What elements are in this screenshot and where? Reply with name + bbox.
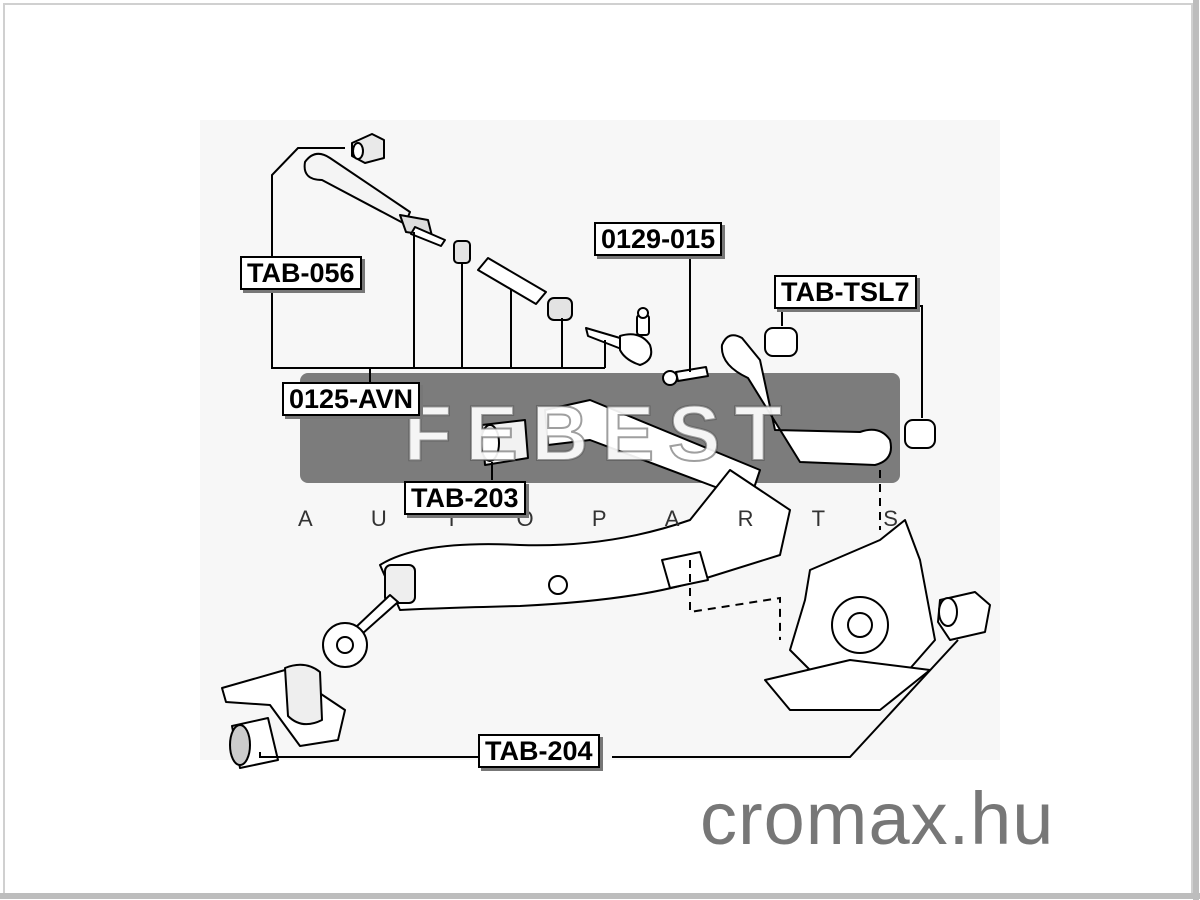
label-0129-015[interactable]: 0129-015 [594,222,723,256]
dashed-lines [689,470,881,640]
trailing-arm-part [322,469,791,668]
watermark-letter: S [883,506,898,531]
watermark-subtext: A U T O P A R T S [298,506,898,532]
watermark-letter: U [370,506,387,531]
label-0125-avn[interactable]: 0125-AVN [282,382,421,416]
lateral-rod-part [303,133,653,366]
arm-bushing-part [221,591,991,769]
site-watermark: cromax.hu [700,777,1055,860]
watermark-letter: A [298,506,313,531]
watermark-brand: FEBEST [403,389,796,477]
label-tab-tsl7[interactable]: TAB-TSL7 [774,275,917,309]
watermark-letter: T [811,506,826,531]
watermark-letter: P [591,506,607,531]
knuckle-part [764,519,936,711]
bolt-part [662,366,709,386]
label-tab-056[interactable]: TAB-056 [240,256,362,290]
control-arm-part [480,399,761,501]
watermark-letter: R [737,506,754,531]
label-tab-204[interactable]: TAB-204 [478,734,600,768]
watermark-letter: A [664,506,680,531]
label-tab-203[interactable]: TAB-203 [404,481,526,515]
trailing-link-part [720,327,936,466]
